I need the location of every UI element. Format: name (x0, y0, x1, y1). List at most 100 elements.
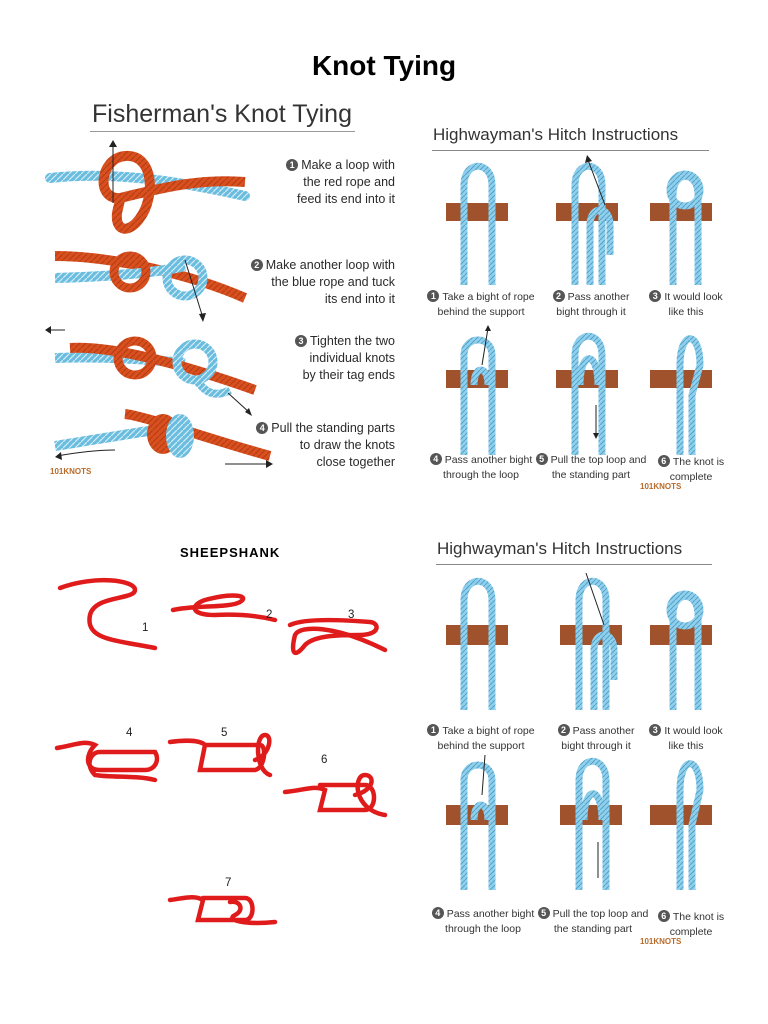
sheepshank-number: 5 (221, 727, 228, 739)
hitch-step-2-drawing (560, 572, 622, 710)
step-number-badge: 1 (427, 724, 440, 736)
title-divider (432, 150, 709, 151)
caption-text: Pass another (572, 725, 635, 737)
hitch-step-3-drawing (650, 170, 712, 285)
hitch-step-6-drawing (650, 760, 712, 890)
step-number-badge: 2 (250, 259, 263, 271)
step-number-badge: 2 (552, 290, 565, 302)
101knots-logo: 101KNOTS (640, 937, 682, 946)
caption-text: through the loop (445, 923, 521, 935)
step-number-badge: 3 (649, 290, 662, 302)
step-text: its end into it (324, 292, 395, 306)
sheepshank-number: 6 (321, 754, 328, 766)
hitch-step-4-drawing (446, 754, 508, 890)
step-text: individual knots (309, 351, 395, 365)
caption-text: complete (669, 471, 713, 483)
step-text: to draw the knots (299, 438, 395, 452)
sheepshank-step-5-drawing (167, 732, 273, 778)
caption-text: the standing part (553, 923, 633, 935)
step-text: feed its end into it (297, 192, 395, 206)
step-text: Pull the standing parts (271, 421, 395, 435)
page-title: Knot Tying (311, 50, 457, 81)
caption-text: Take a bight of rope (442, 291, 535, 303)
caption-text: It would look (664, 291, 723, 303)
hitch-step-5-drawing (560, 757, 622, 890)
hitch-step-4-drawing (446, 325, 508, 455)
step-number-badge: 4 (429, 453, 442, 465)
caption-text: Pull the top loop and (552, 908, 649, 920)
highwayman-hitch-title: Highwayman's Hitch Instructions (433, 125, 679, 144)
sheepshank-step-3-drawing (287, 617, 388, 656)
101knots-logo: 101KNOTS (50, 467, 92, 476)
caption-text: bight through it (561, 740, 631, 752)
step-text: the red rope and (303, 175, 395, 189)
sheepshank-step-2-drawing (170, 593, 278, 623)
sheepshank-title: SHEEPSHANK (180, 545, 281, 560)
sheepshank-illustration (54, 577, 388, 926)
step-number-badge: 1 (286, 159, 299, 171)
sheepshank-number: 4 (126, 727, 133, 739)
caption-text: behind the support (437, 306, 525, 318)
step-number-badge: 1 (427, 290, 440, 302)
step-number-badge: 6 (657, 910, 670, 922)
caption-text: the standing part (551, 469, 631, 481)
caption-text: Pull the top loop and (550, 454, 647, 466)
sheepshank-step-1-drawing (57, 577, 158, 651)
step-text: Make a loop with (301, 158, 395, 172)
caption-text: complete (669, 926, 713, 938)
caption-text: Pass another (567, 291, 630, 303)
sheepshank-number: 7 (225, 877, 232, 889)
step-number-badge: 6 (657, 455, 670, 467)
hitch-step-5-drawing (556, 332, 618, 455)
hitch-step-6-drawing (650, 335, 712, 455)
caption-text: The knot is (672, 456, 725, 468)
step-number-badge: 4 (431, 907, 444, 919)
fishermans-knot-illustration (45, 140, 273, 468)
sheepshank-step-4-drawing (54, 740, 160, 783)
fisherman-step-1-drawing (45, 140, 250, 234)
sheepshank-number: 3 (348, 609, 355, 621)
title-divider (90, 131, 355, 132)
fisherman-step-2-drawing (54, 251, 248, 322)
step-number-badge: 4 (256, 422, 269, 434)
title-divider (436, 564, 712, 565)
step-text: close together (316, 455, 395, 469)
hitch-step-2-drawing (556, 155, 618, 285)
step-number-badge: 2 (557, 724, 570, 736)
highwayman-hitch-illustration (446, 572, 712, 890)
101knots-logo: 101KNOTS (640, 482, 682, 491)
highwayman-hitch-title: Highwayman's Hitch Instructions (437, 539, 683, 558)
step-number-badge: 5 (537, 907, 550, 919)
step-number-badge: 3 (649, 724, 662, 736)
caption-text: like this (668, 306, 704, 318)
sheepshank-number: 1 (142, 622, 149, 634)
caption-text: The knot is (672, 911, 725, 923)
caption-text: It would look (664, 725, 723, 737)
sheepshank-number: 2 (266, 609, 273, 621)
caption-text: like this (668, 740, 704, 752)
fishermans-knot-title: Fisherman's Knot Tying (92, 100, 352, 128)
caption-text: Pass another bight (444, 454, 533, 466)
fisherman-step-3-drawing (45, 326, 257, 416)
caption-text: Pass another bight (446, 908, 535, 920)
step-text: Tighten the two (309, 334, 395, 348)
caption-text: through the loop (443, 469, 519, 481)
sheepshank-step-6-drawing (282, 772, 388, 818)
step-number-badge: 3 (294, 335, 307, 347)
caption-text: bight through it (556, 306, 626, 318)
step-number-badge: 5 (535, 453, 548, 465)
